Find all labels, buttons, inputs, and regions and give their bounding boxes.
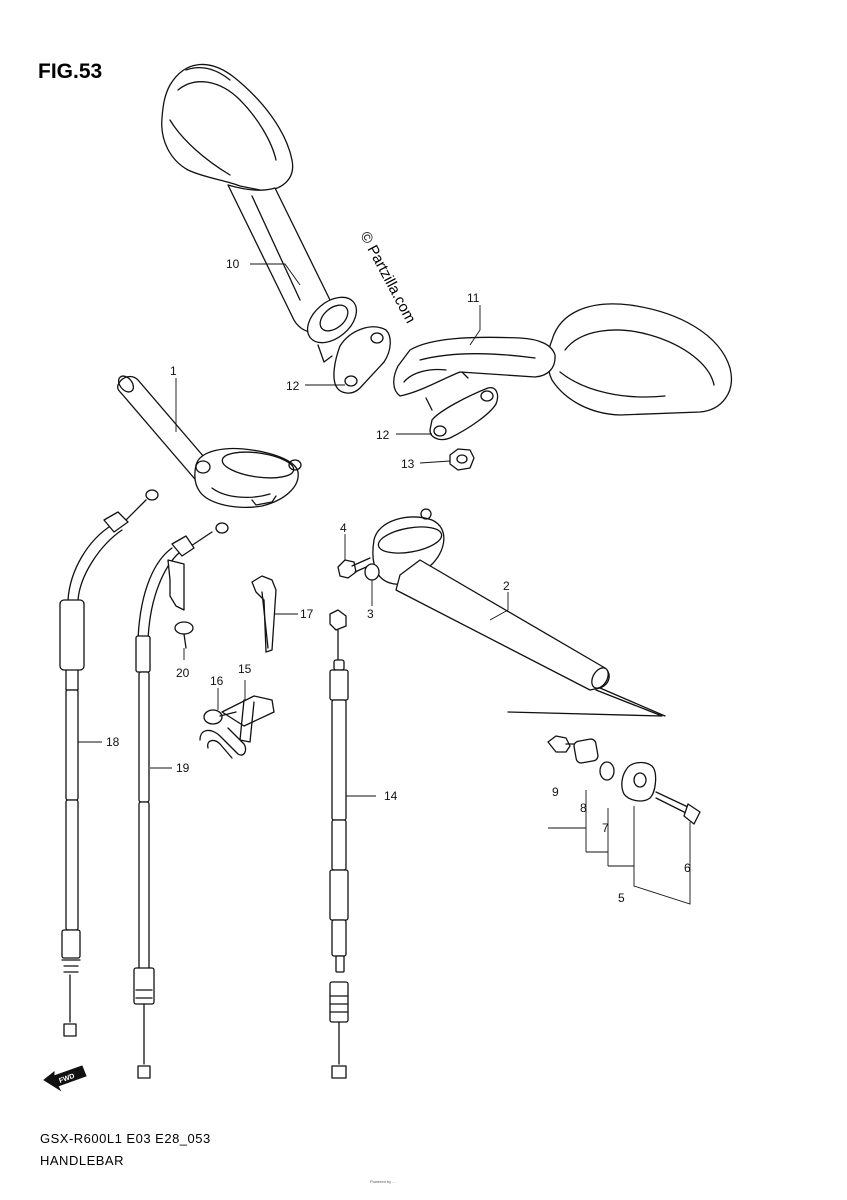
callout-2: 2: [503, 579, 510, 593]
callout-12-lower: 12: [376, 428, 390, 442]
callout-14: 14: [384, 789, 398, 803]
clamp-nut: [364, 563, 380, 581]
callout-7: 7: [602, 821, 609, 835]
callout-3: 3: [367, 607, 374, 621]
callout-12-upper: 12: [286, 379, 300, 393]
throttle-cable-pull: [59, 489, 159, 1037]
left-handlebar: [116, 375, 302, 508]
left-mirror: [161, 63, 358, 363]
figure-caption: HANDLEBAR: [40, 1153, 124, 1168]
callout-4: 4: [340, 521, 347, 535]
callout-leaders: [78, 263, 509, 797]
callout-8: 8: [580, 801, 587, 815]
cable-strap: [251, 575, 277, 653]
mirror-bracket-left: [333, 326, 391, 394]
bar-end-leaders: [548, 790, 691, 905]
callout-labels: 1 2 3 4 5 6 7 8 9 10 11 12 12 13 14 15 1…: [106, 257, 691, 905]
callout-6: 6: [684, 861, 691, 875]
cable-guide: [199, 695, 275, 759]
mirror-bracket-right: [429, 387, 499, 441]
callout-20: 20: [176, 666, 190, 680]
bar-end-assembly: [547, 735, 701, 825]
callout-19: 19: [176, 761, 190, 775]
screw-20: [174, 621, 194, 649]
throttle-cable-return: [133, 522, 229, 1079]
nut: [449, 448, 475, 471]
watermark-text: © Partzilla.com: [356, 229, 418, 326]
callout-13: 13: [401, 457, 415, 471]
callout-18: 18: [106, 735, 120, 749]
model-code: GSX-R600L1 E03 E28_053: [40, 1131, 211, 1146]
right-handlebar: [372, 508, 666, 717]
callout-5: 5: [618, 891, 625, 905]
clamp-bolt: [337, 557, 374, 579]
callout-1: 1: [170, 364, 177, 378]
callout-16: 16: [210, 674, 224, 688]
callout-9: 9: [552, 785, 559, 799]
callout-11: 11: [467, 291, 480, 305]
clutch-cable: [329, 609, 349, 1079]
footer-note: Powered by ...: [370, 1179, 396, 1184]
callout-10: 10: [226, 257, 240, 271]
bar-end-arrow-line: [507, 689, 663, 717]
callout-17: 17: [300, 607, 314, 621]
figure-title: FIG.53: [38, 60, 102, 83]
right-mirror: [393, 303, 732, 416]
callout-15: 15: [238, 662, 252, 676]
forward-arrow: FWD: [43, 1065, 87, 1092]
